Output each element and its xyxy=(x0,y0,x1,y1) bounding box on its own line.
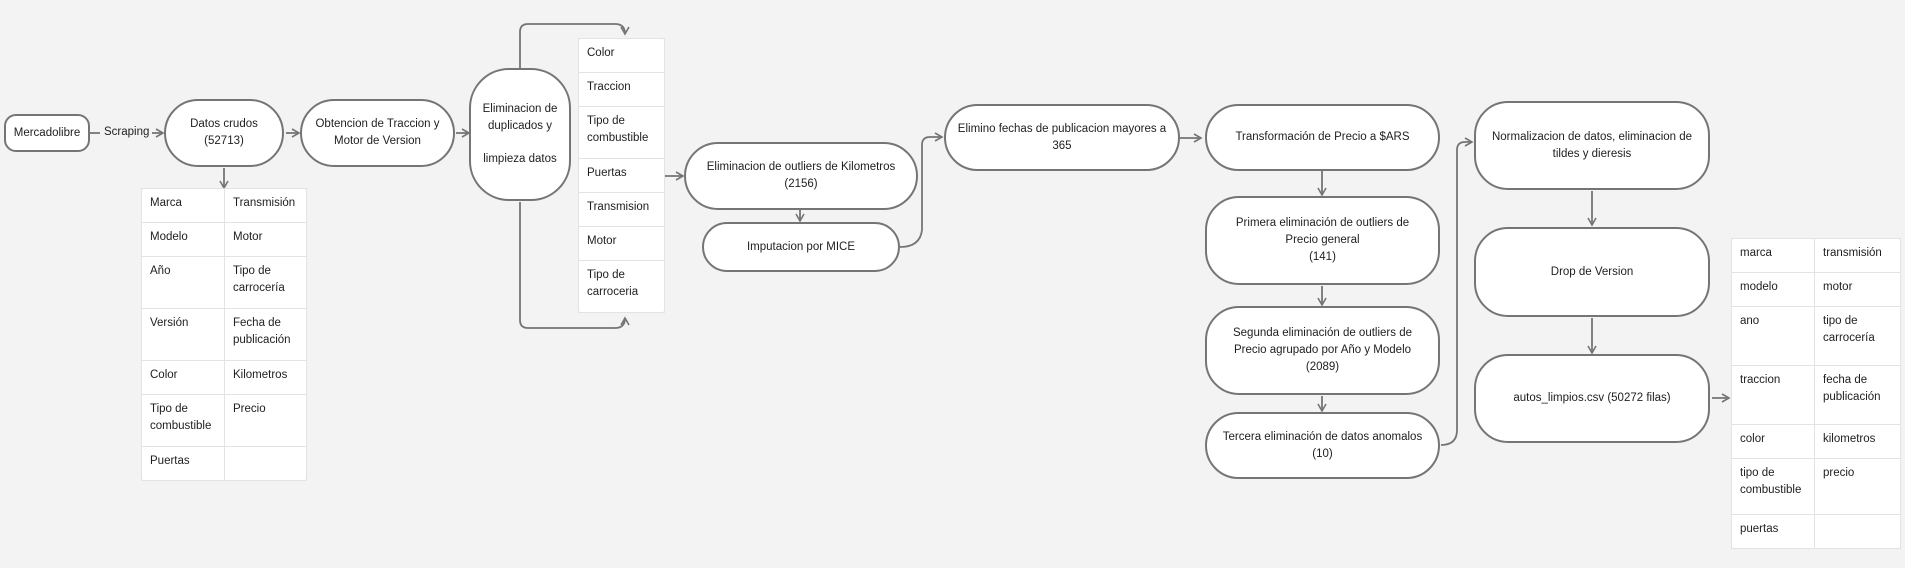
table-cell xyxy=(224,446,307,481)
table-cell: Color xyxy=(141,360,225,395)
table-cell: kilometros xyxy=(1814,424,1901,459)
list-item: Motor xyxy=(578,226,665,261)
table-cell: fecha de publicación xyxy=(1814,365,1901,425)
table-row: Puertas xyxy=(141,446,307,481)
duplicados-node: Eliminacion de duplicados y limpieza dat… xyxy=(469,68,571,201)
table-cell: Kilometros xyxy=(224,360,307,395)
table-cell: Transmisión xyxy=(224,188,307,223)
edge-anomalos-normalizacion xyxy=(1440,137,1474,446)
table-cell: traccion xyxy=(1731,365,1815,425)
mercadolibre-node: Mercadolibre xyxy=(4,114,90,152)
fechas-node: Elimino fechas de publicacion mayores a … xyxy=(944,104,1180,171)
precio-ars-node: Transformación de Precio a $ARS xyxy=(1205,104,1440,171)
table-cell: Marca xyxy=(141,188,225,223)
edge-duplicados-list-bottom xyxy=(519,202,630,329)
table-cell: Modelo xyxy=(141,222,225,257)
table-cell: Año xyxy=(141,256,225,309)
list-item: Tipo de combustible xyxy=(578,106,665,159)
edge-mice-fechas xyxy=(899,132,944,248)
list-item: Transmision xyxy=(578,192,665,227)
table-cell: ano xyxy=(1731,306,1815,366)
datos-crudos-node: Datos crudos (52713) xyxy=(164,99,284,167)
table-cell: tipo de carrocería xyxy=(1814,306,1901,366)
table-cell: modelo xyxy=(1731,272,1815,307)
list-cell: Tipo de combustible xyxy=(578,106,665,159)
table-cell: tipo de combustible xyxy=(1731,458,1815,515)
table-cell: Versión xyxy=(141,308,225,361)
table-cell: transmisión xyxy=(1814,238,1901,273)
anomalos-node: Tercera eliminación de datos anomalos (1… xyxy=(1205,412,1440,479)
mice-node: Imputacion por MICE xyxy=(702,222,900,272)
table-cell: color xyxy=(1731,424,1815,459)
table-cell: Tipo de carrocería xyxy=(224,256,307,309)
table-cell: Precio xyxy=(224,394,307,447)
outliers-precio-2-node: Segunda eliminación de outliers de Preci… xyxy=(1205,306,1440,395)
table-cell: precio xyxy=(1814,458,1901,515)
table-cell: marca xyxy=(1731,238,1815,273)
list-cell: Traccion xyxy=(578,72,665,107)
scraping-label: Scraping xyxy=(101,126,153,138)
table-cell: motor xyxy=(1814,272,1901,307)
list-item: Traccion xyxy=(578,72,665,107)
list-cell: Tipo de carroceria xyxy=(578,260,665,313)
list-item: Tipo de carroceria xyxy=(578,260,665,313)
outliers-km-node: Eliminacion de outliers de Kilometros (2… xyxy=(684,142,918,210)
table-cell: Tipo de combustible xyxy=(141,394,225,447)
traccion-motor-node: Obtencion de Traccion y Motor de Version xyxy=(300,99,455,167)
list-cell: Color xyxy=(578,38,665,73)
table-cell xyxy=(1814,514,1901,549)
outliers-precio-1-node: Primera eliminación de outliers de Preci… xyxy=(1205,196,1440,285)
table-row: puertas xyxy=(1731,514,1901,549)
list-item: Puertas xyxy=(578,158,665,193)
list-item: Color xyxy=(578,38,665,73)
table-cell: Fecha de publicación xyxy=(224,308,307,361)
edge-duplicados-list-top xyxy=(519,23,630,68)
normalizacion-node: Normalizacion de datos, eliminacion de t… xyxy=(1474,101,1710,190)
list-cell: Motor xyxy=(578,226,665,261)
table-cell: Motor xyxy=(224,222,307,257)
list-cell: Transmision xyxy=(578,192,665,227)
drop-version-node: Drop de Version xyxy=(1474,227,1710,317)
csv-output-node: autos_limpios.csv (50272 filas) xyxy=(1474,354,1710,443)
table-cell: Puertas xyxy=(141,446,225,481)
list-cell: Puertas xyxy=(578,158,665,193)
table-cell: puertas xyxy=(1731,514,1815,549)
